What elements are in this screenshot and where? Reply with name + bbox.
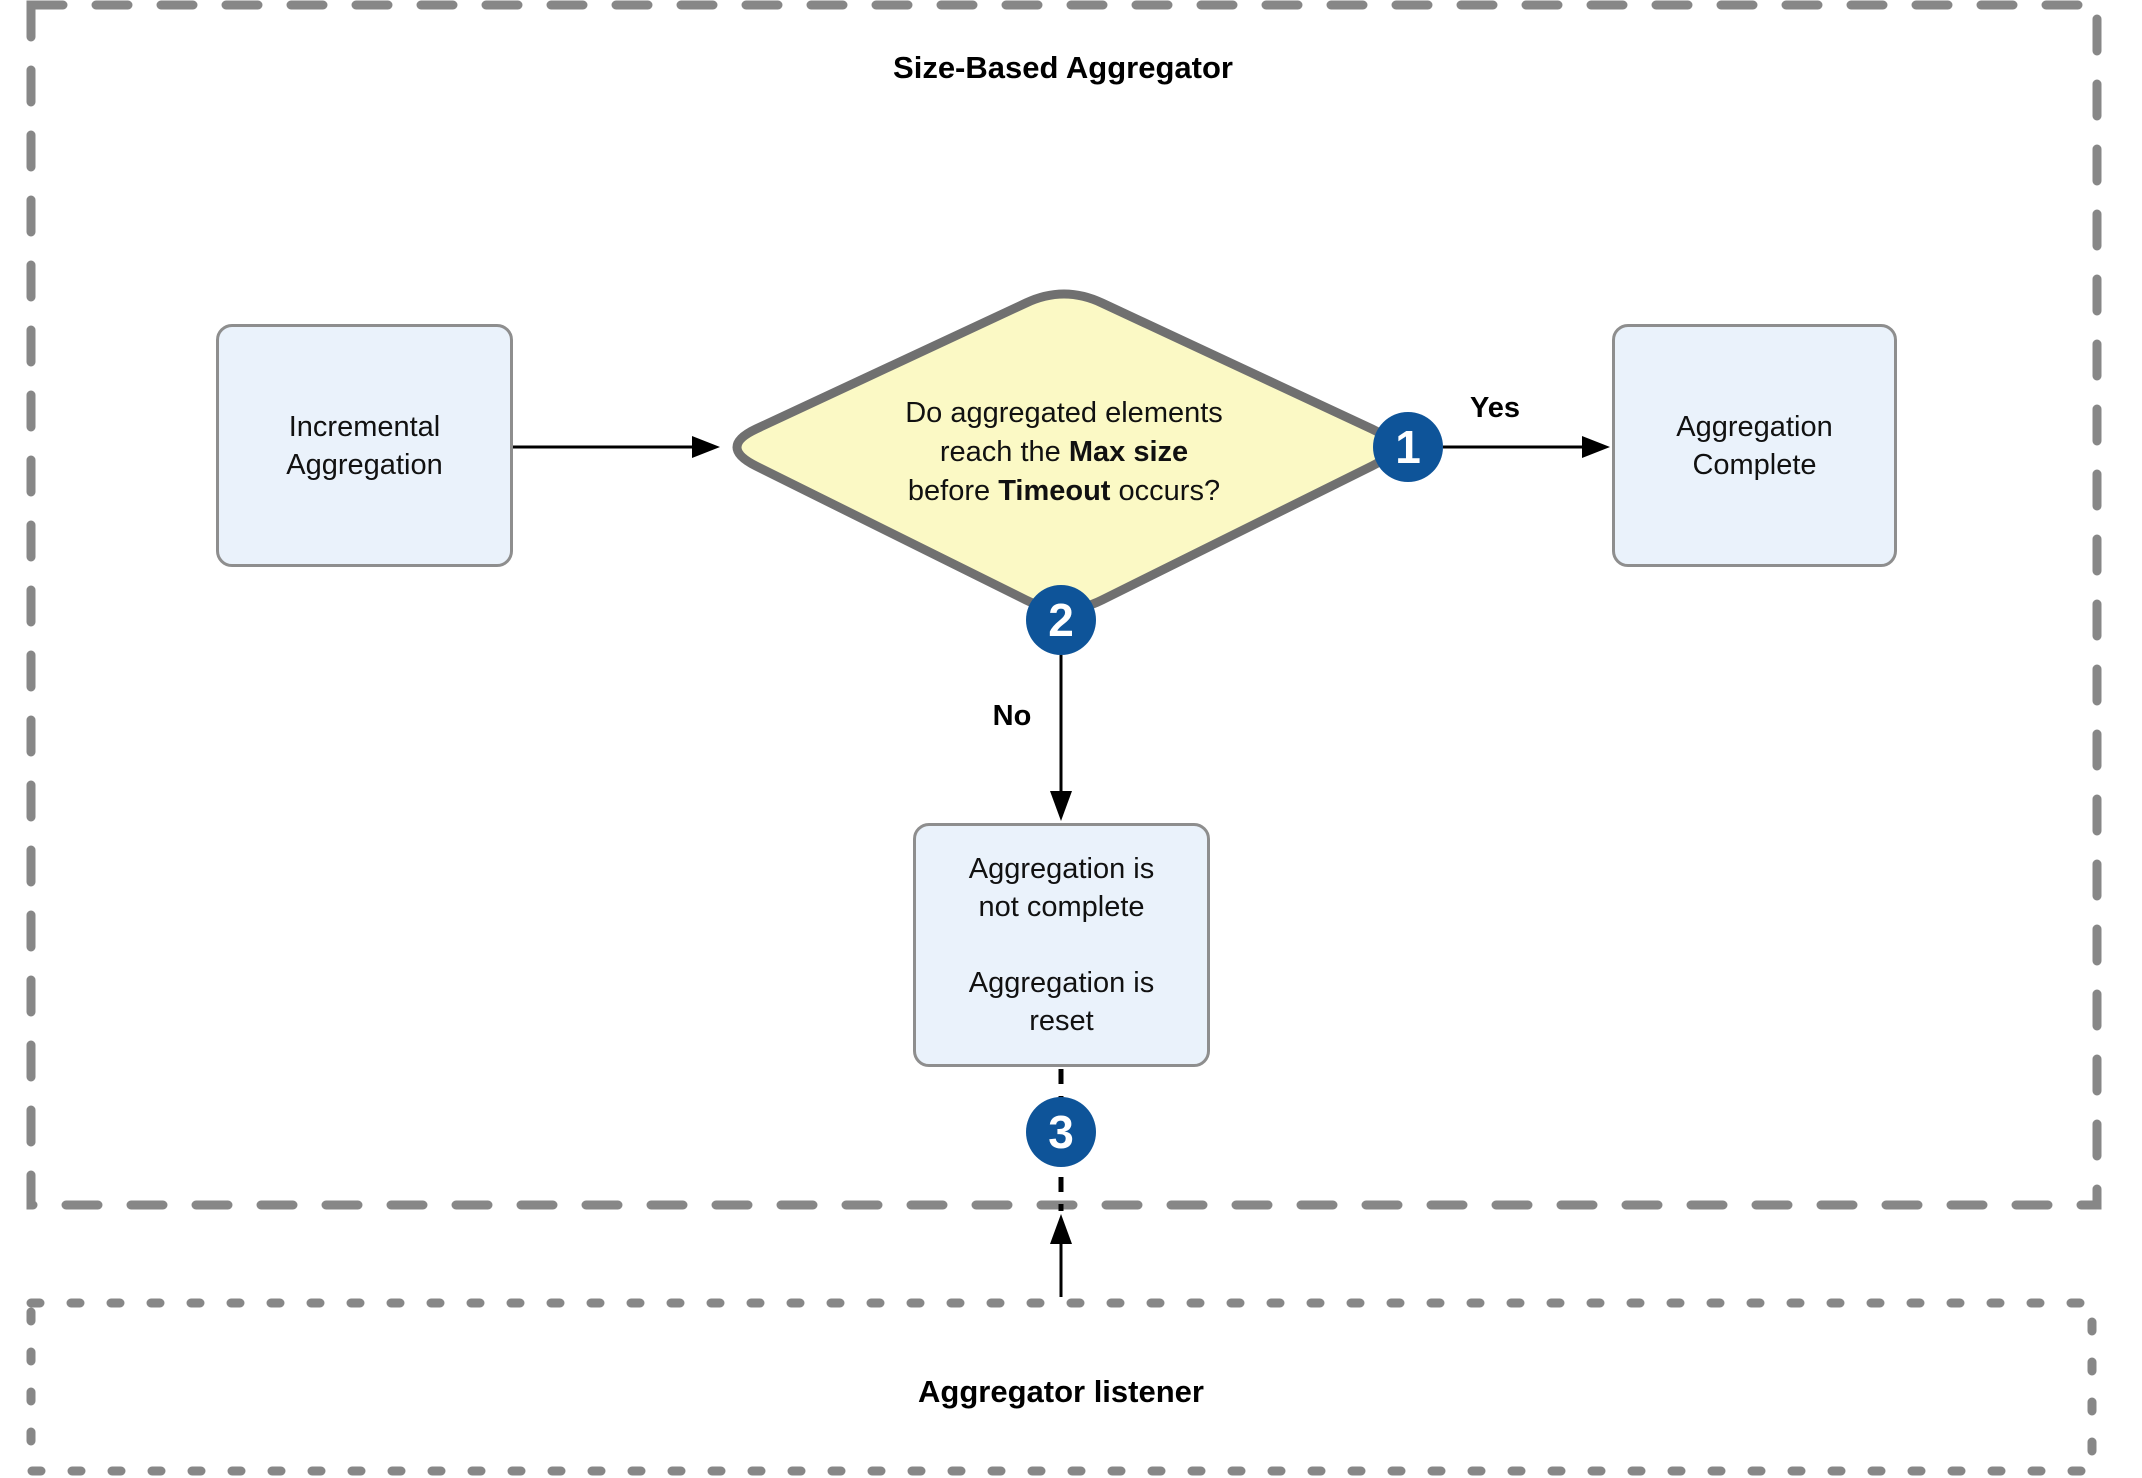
step-badge-1: 1 — [1373, 412, 1443, 482]
node-aggregation-complete-label: Aggregation Complete — [1676, 410, 1833, 481]
decision-line-2: reach the Max size — [939, 436, 1189, 468]
aggregator-region-title: Size-Based Aggregator — [893, 50, 1233, 85]
decision-line-3: before Timeout occurs? — [907, 475, 1221, 507]
node-reset-text: Aggregation is reset — [968, 967, 1155, 1037]
edge-yes-arrowhead — [1582, 436, 1610, 458]
decision-diamond-shape — [732, 289, 1396, 614]
aggregator-region-border — [26, 0, 2102, 1210]
node-aggregation-complete: Aggregation Complete — [1612, 324, 1897, 567]
node-aggregation-not-complete: Aggregation is not complete Aggregation … — [913, 823, 1210, 1067]
node-incremental-aggregation: Incremental Aggregation — [216, 324, 513, 567]
step-badge-2: 2 — [1026, 585, 1096, 655]
edge-incremental-to-decision-arrowhead — [692, 436, 720, 458]
node-incremental-aggregation-label: Incremental Aggregation — [286, 410, 443, 481]
listener-region-title: Aggregator listener — [918, 1374, 1204, 1409]
edge-label-yes: Yes — [1470, 392, 1520, 424]
edge-label-no: No — [992, 700, 1032, 732]
edge-listener-up-arrowhead — [1050, 1214, 1072, 1244]
decision-line-1: Do aggregated elements — [905, 397, 1223, 429]
node-not-complete-text: Aggregation is not complete — [968, 853, 1155, 923]
step-badge-3: 3 — [1026, 1097, 1096, 1167]
decision-diamond-label: Do aggregated elements reach the Max siz… — [814, 394, 1314, 511]
edge-no-arrowhead — [1050, 791, 1072, 821]
